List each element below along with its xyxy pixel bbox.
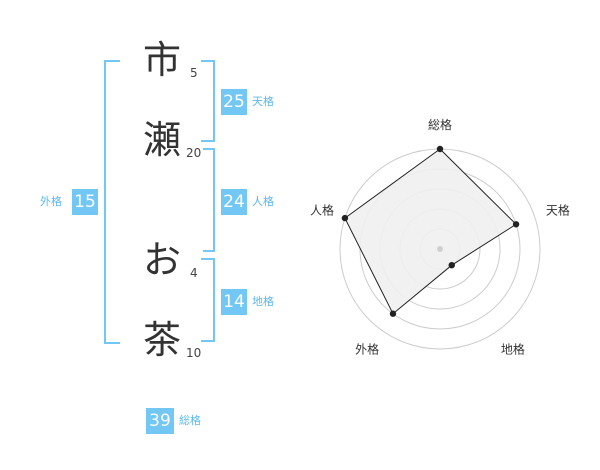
radar-axis-label-2: 天格 <box>546 203 570 218</box>
radar-point-2 <box>512 221 520 228</box>
radar-axis-label-1: 総格 <box>428 117 452 132</box>
radar-axis-label-5: 人格 <box>310 203 334 218</box>
gaikaku-badge: 15 <box>72 189 98 215</box>
radar-point-1 <box>436 145 444 153</box>
name-char-1: 市 <box>143 38 182 82</box>
chikaku-badge: 14 <box>221 289 247 315</box>
stroke-count-2: 20 <box>186 146 202 160</box>
chikaku-label: 地格 <box>252 295 274 308</box>
chikaku-bracket <box>201 258 215 342</box>
stroke-count-1: 5 <box>190 66 198 80</box>
radar-axis-label-3: 地格 <box>501 341 525 356</box>
radar-center-dot <box>437 246 443 252</box>
name-char-2: 瀬 <box>143 118 182 162</box>
tenkaku-bracket <box>201 60 215 142</box>
stroke-count-4: 10 <box>186 346 202 360</box>
name-char-4: 茶 <box>143 318 182 362</box>
radar-point-5 <box>341 214 349 222</box>
jinkaku-badge: 24 <box>221 189 247 215</box>
radar-axis-label-4: 外格 <box>355 341 379 356</box>
radar-point-4 <box>389 310 397 317</box>
soukaku-badge: 39 <box>146 408 174 434</box>
radar-point-3 <box>448 261 455 269</box>
tenkaku-badge: 25 <box>221 89 247 115</box>
radar-points <box>341 145 520 317</box>
stroke-count-3: 4 <box>190 266 198 280</box>
name-char-3: お <box>143 238 182 282</box>
jinkaku-bracket <box>203 148 215 252</box>
gaikaku-bracket <box>104 60 120 344</box>
jinkaku-label: 人格 <box>252 195 274 208</box>
soukaku-label: 総格 <box>179 414 201 427</box>
gaikaku-label: 外格 <box>40 195 62 208</box>
tenkaku-label: 天格 <box>252 95 274 108</box>
radar-data-area <box>344 148 517 315</box>
